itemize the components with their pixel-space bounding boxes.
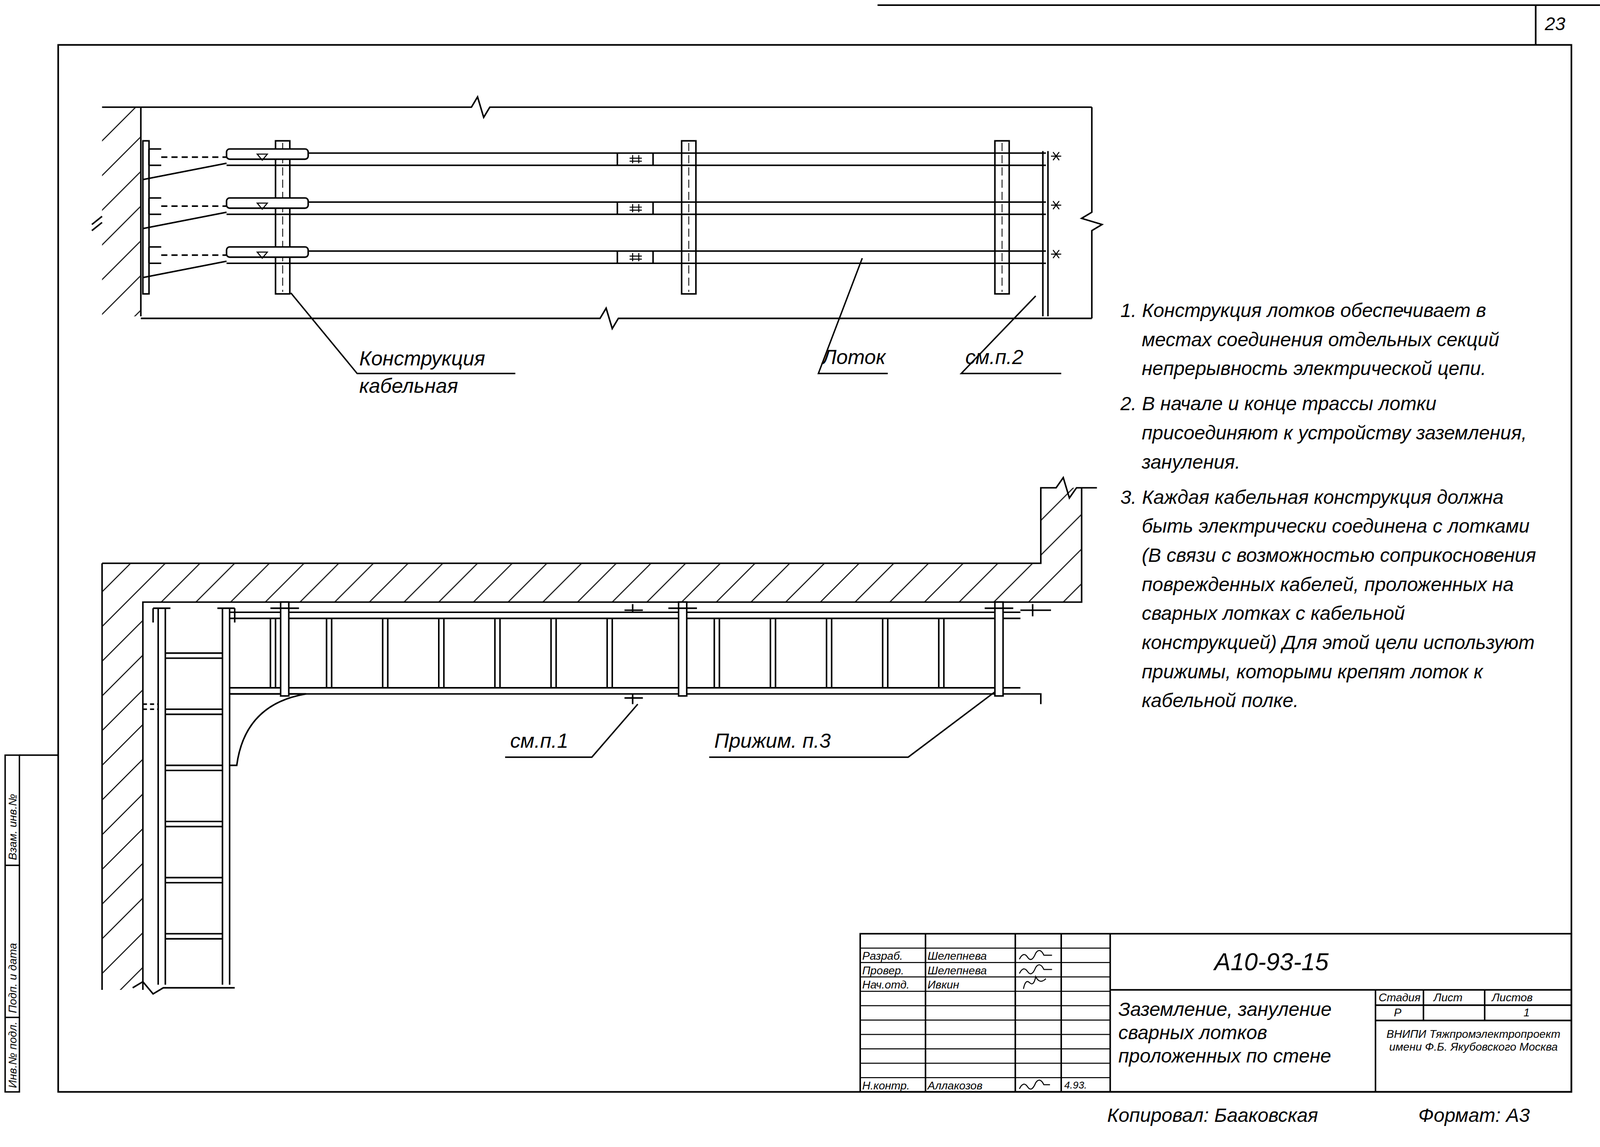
elevation-view (624, 604, 643, 705)
plan-view (101, 96, 1092, 118)
elevation-view (132, 981, 235, 994)
signature (1019, 1080, 1051, 1090)
notes-block: 1. Конструкция лотков обеспечивает в мес… (1120, 295, 1541, 722)
signature (1019, 964, 1052, 974)
plan-view (142, 247, 1062, 278)
elevation-view (678, 601, 687, 697)
plan-view (1081, 107, 1103, 319)
title-block-cell: Р (1394, 1007, 1402, 1019)
title-block-cell: Аллакозов (927, 1080, 983, 1092)
title-block (860, 933, 1572, 1092)
plan-view (91, 216, 102, 231)
elevation-view (270, 618, 944, 688)
title-block (860, 948, 1110, 1078)
elevation-view (994, 601, 1004, 697)
binding-strip (5, 755, 59, 1092)
plan-view (142, 148, 1062, 180)
elevation-view (165, 653, 223, 940)
binding-strip (5, 755, 20, 1092)
plan-view (142, 197, 1062, 229)
leader-line (818, 258, 888, 374)
elevation-view (229, 612, 1021, 694)
elevation-view (158, 607, 230, 985)
title-block (1110, 989, 1572, 1092)
title-block-cell: Ивкин (927, 979, 960, 991)
plan-view (101, 107, 141, 317)
elevation-view (101, 563, 103, 990)
elevation-view (101, 477, 1097, 994)
title-block (925, 933, 1110, 1092)
organization: ВНИПИ Тяжпромэлектропроект имени Ф.Б. Як… (1377, 1027, 1570, 1054)
plan-view (140, 107, 142, 317)
elevation-view (1020, 604, 1051, 705)
binding-field: Подп. и дата (7, 943, 19, 1014)
reference-label: см.п.2 (965, 344, 1024, 370)
sheet-frame (58, 5, 1600, 1092)
part-label: Прижим. п.3 (714, 728, 831, 754)
title-block (860, 933, 1572, 1092)
elevation-view (142, 703, 159, 709)
elevation-view (270, 607, 1014, 609)
elevation-view (101, 477, 1097, 564)
format-note: Формат: А3 (1418, 1103, 1530, 1128)
title-block-cell: Шелепнева (927, 965, 988, 977)
title-block-cell: Стадия (1378, 992, 1421, 1004)
signature (1023, 976, 1046, 989)
sheet-frame (58, 44, 1572, 1092)
title-block-cell: Разраб. (862, 950, 903, 962)
note: 2. В начале и конце трассы лотки присоед… (1120, 389, 1541, 477)
note: 3. Каждая кабельная конструкция должна б… (1120, 482, 1541, 716)
elevation-view (280, 601, 289, 697)
reference-label: см.п.1 (510, 728, 569, 754)
drawing-number: А10-93-15 (1214, 946, 1329, 977)
title-block-cell: Листов (1491, 992, 1533, 1004)
signature (1019, 950, 1052, 960)
plan-view (140, 308, 1092, 329)
plan-view (1042, 151, 1048, 317)
plan-view (91, 96, 1103, 329)
title-block-cell: 1 (1523, 1007, 1530, 1019)
signature (1019, 950, 1052, 1089)
copier-note: Копировал: Бааковская (1107, 1103, 1319, 1128)
title-block-cell: Нач.отд. (862, 979, 910, 991)
title-block-cell: Лист (1433, 992, 1463, 1004)
binding-field: Взам. инв.№ (7, 793, 19, 861)
title-block-cell: Провер. (862, 965, 905, 977)
title-block-cell: 4.93. (1064, 1080, 1088, 1091)
leader-line (709, 691, 996, 758)
leader-line (505, 703, 638, 757)
elevation-view (153, 607, 235, 623)
part-label: Конструкция кабельная (359, 344, 533, 401)
sheet-number: 23 (1544, 13, 1566, 36)
part-label: Лоток (822, 344, 886, 370)
drawing-title: Заземление, зануление сварных лотков про… (1118, 998, 1372, 1068)
sheet-frame (1534, 5, 1537, 45)
elevation-view (229, 693, 307, 766)
title-block-cell: Шелепнева (927, 950, 988, 962)
leader-line (961, 295, 1062, 374)
sheet-frame (877, 4, 1600, 6)
leader-line (505, 691, 995, 758)
elevation-view (142, 487, 1082, 990)
note: 1. Конструкция лотков обеспечивает в мес… (1120, 295, 1541, 384)
plan-view (142, 140, 149, 294)
binding-strip (5, 755, 59, 1018)
title-block-cell: Н.контр. (862, 1080, 910, 1092)
binding-field: Инв.№ подл. (7, 1021, 19, 1088)
